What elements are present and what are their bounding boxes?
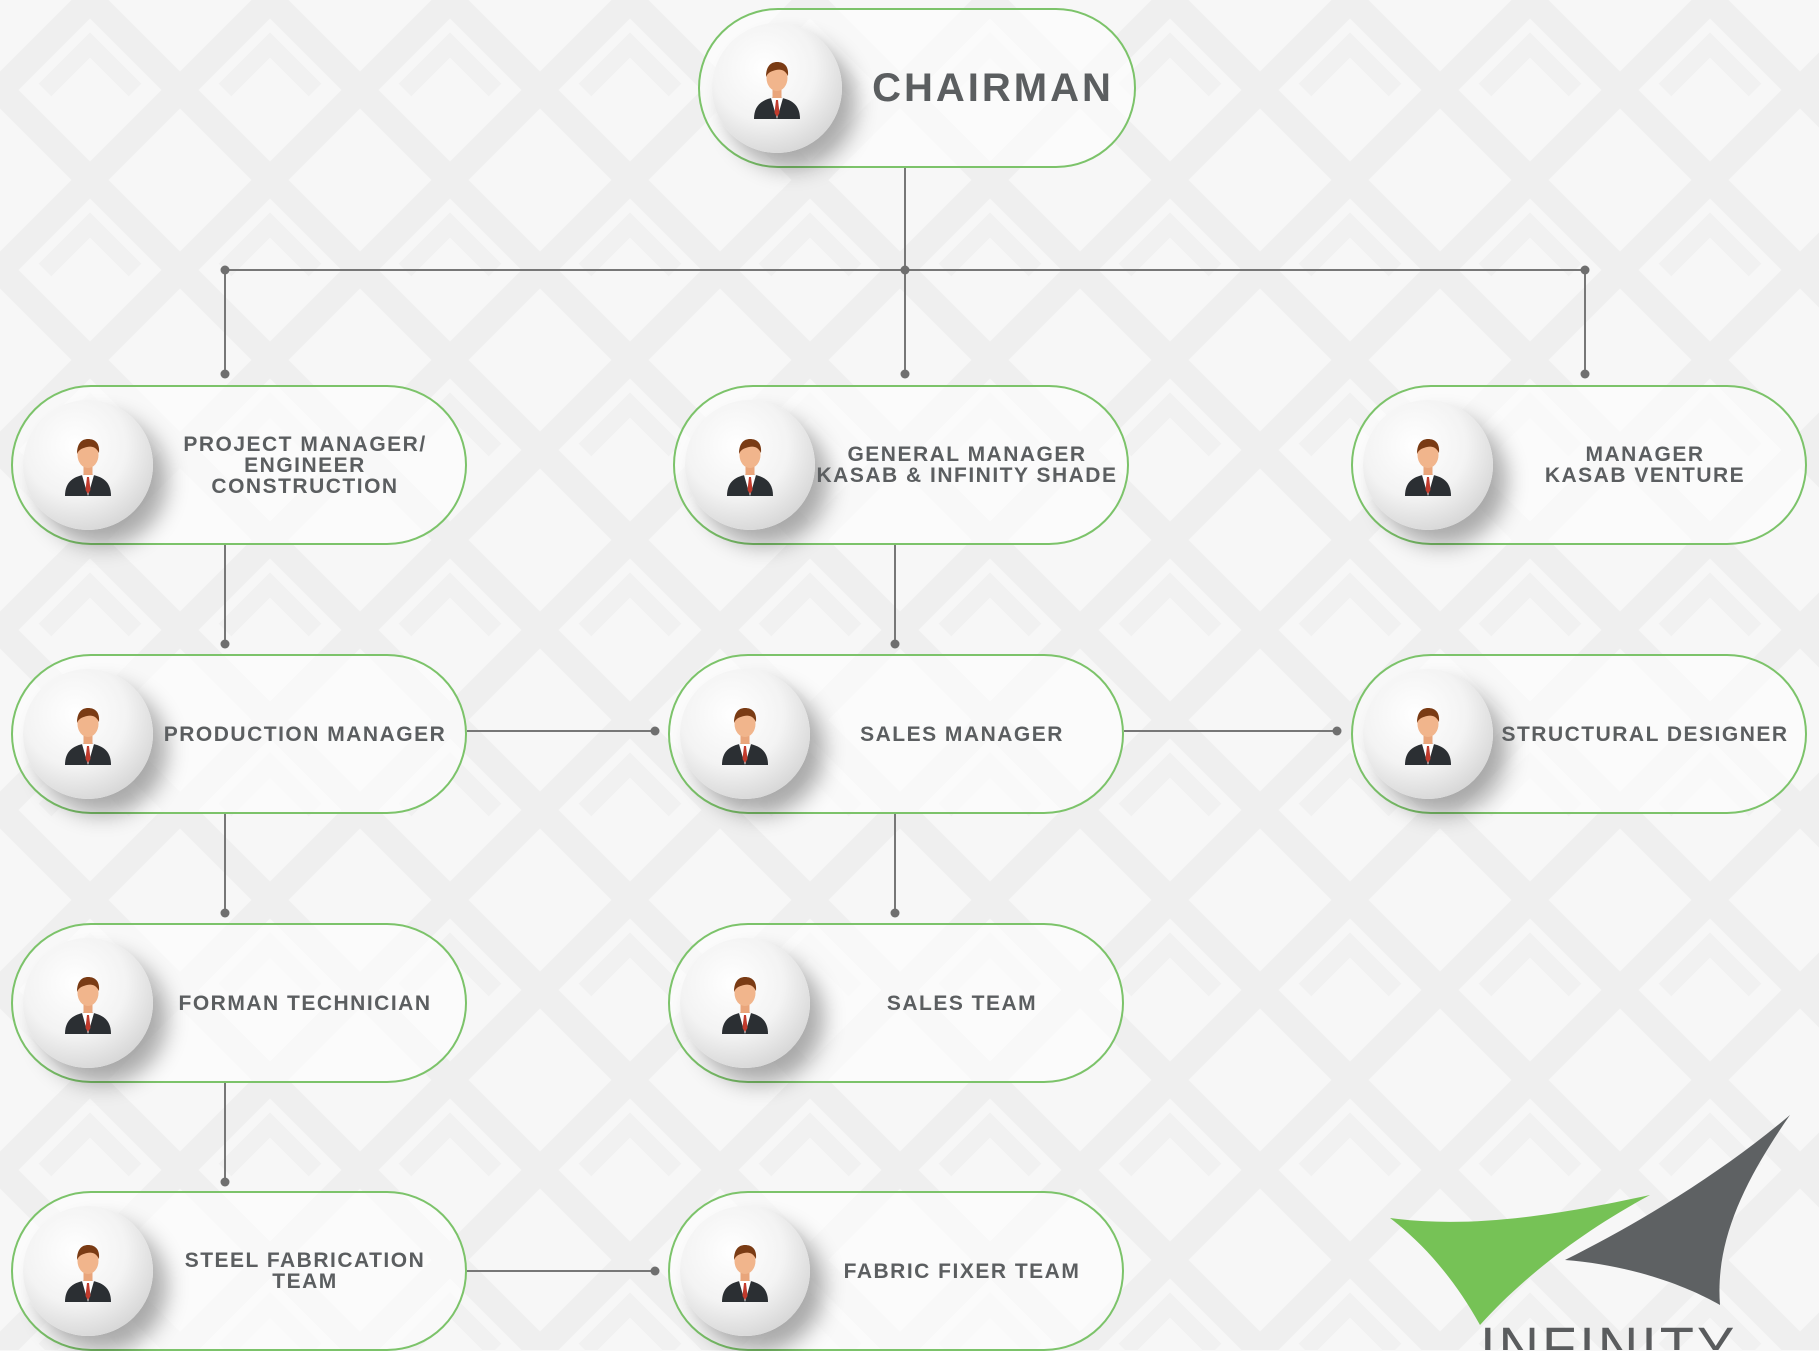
node-sales-team: SALES TEAM: [668, 923, 1124, 1083]
businessman-icon: [65, 708, 111, 765]
node-title: CHAIRMAN: [860, 10, 1126, 166]
node-title-line: SALES MANAGER: [860, 722, 1064, 746]
businessman-icon: [754, 62, 800, 119]
node-title-line: GENERAL MANAGER: [847, 443, 1087, 466]
node-title-line: CHAIRMAN: [872, 66, 1114, 110]
node-title: STEEL FABRICATION TEAM: [153, 1193, 457, 1349]
avatar-ball: [1363, 400, 1493, 530]
avatar-ball: [680, 938, 810, 1068]
avatar-ball: [1363, 669, 1493, 799]
logo-wordmark: INFINITY: [1480, 1315, 1738, 1350]
avatar-ball: [712, 23, 842, 153]
businessman-icon: [65, 439, 111, 496]
node-title-line: KASAB VENTURE: [1544, 464, 1746, 487]
node-fabric-fixer-team: FABRIC FIXER TEAM: [668, 1191, 1124, 1351]
node-title-line: ENGINEER CONSTRUCTION: [211, 453, 399, 498]
node-project-manager: PROJECT MANAGER/ENGINEER CONSTRUCTION: [11, 385, 467, 545]
node-title: PRODUCTION MANAGER: [153, 656, 457, 812]
node-title-line: KASAB & INFINITY SHADE: [816, 464, 1118, 487]
node-forman-technician: FORMAN TECHNICIAN: [11, 923, 467, 1083]
node-title-line: FORMAN TECHNICIAN: [178, 991, 432, 1015]
node-title: PROJECT MANAGER/ENGINEER CONSTRUCTION: [153, 387, 457, 543]
company-logo: INFINITY: [1385, 1110, 1805, 1350]
node-title-line: FABRIC FIXER TEAM: [843, 1259, 1081, 1283]
node-chairman: CHAIRMAN: [698, 8, 1136, 168]
logo-shade-mark: [1390, 1115, 1790, 1325]
avatar-ball: [680, 1206, 810, 1336]
node-title: FABRIC FIXER TEAM: [810, 1193, 1114, 1349]
avatar-ball: [685, 400, 815, 530]
node-title: FORMAN TECHNICIAN: [153, 925, 457, 1081]
node-title-line: SALES TEAM: [886, 991, 1038, 1015]
node-title-line: PRODUCTION MANAGER: [163, 722, 447, 746]
node-title: SALES MANAGER: [810, 656, 1114, 812]
node-production-manager: PRODUCTION MANAGER: [11, 654, 467, 814]
node-structural-designer: STRUCTURAL DESIGNER: [1351, 654, 1807, 814]
node-title: STRUCTURAL DESIGNER: [1493, 656, 1797, 812]
node-title: SALES TEAM: [810, 925, 1114, 1081]
businessman-icon: [722, 977, 768, 1034]
node-title-line: STRUCTURAL DESIGNER: [1501, 722, 1789, 746]
avatar-ball: [23, 400, 153, 530]
businessman-icon: [1405, 439, 1451, 496]
node-sales-manager: SALES MANAGER: [668, 654, 1124, 814]
avatar-ball: [23, 938, 153, 1068]
avatar-ball: [23, 1206, 153, 1336]
avatar-ball: [680, 669, 810, 799]
businessman-icon: [722, 708, 768, 765]
businessman-icon: [65, 977, 111, 1034]
node-steel-fabrication-team: STEEL FABRICATION TEAM: [11, 1191, 467, 1351]
node-title-line: MANAGER: [1585, 443, 1705, 466]
node-title-line: PROJECT MANAGER/: [183, 432, 427, 456]
businessman-icon: [727, 439, 773, 496]
businessman-icon: [722, 1245, 768, 1302]
avatar-ball: [23, 669, 153, 799]
node-title-line: STEEL FABRICATION TEAM: [184, 1249, 426, 1293]
businessman-icon: [65, 1245, 111, 1302]
businessman-icon: [1405, 708, 1451, 765]
